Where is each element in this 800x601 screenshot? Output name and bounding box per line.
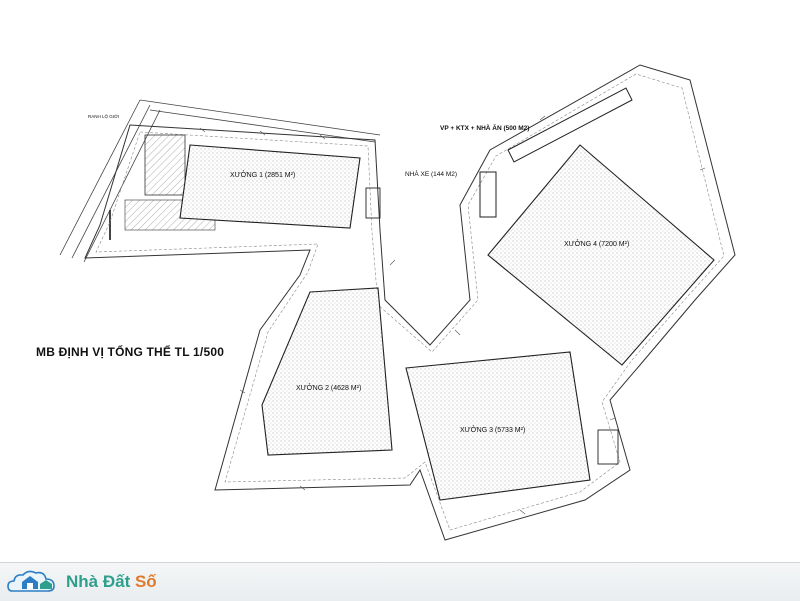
xuong-4-footprint	[487, 144, 715, 366]
brand-part-2: Số	[134, 572, 157, 591]
xuong-2-footprint	[261, 287, 393, 456]
xuong-2-label: XƯỞNG 2 (4628 M²)	[296, 383, 361, 392]
site-boundary	[84, 64, 736, 541]
brand-part-1: Nhà Đất	[66, 572, 131, 591]
site-boundary-inner	[95, 73, 725, 531]
aux-room-1	[365, 187, 381, 219]
office-label: VP + KTX + NHÀ ĂN (500 M2)	[440, 123, 529, 132]
xuong-1-footprint	[179, 144, 361, 229]
xuong-3-label: XƯỞNG 3 (5733 M²)	[460, 425, 525, 434]
brand-logo: Nhà Đất Số	[6, 567, 157, 597]
parking-shed	[479, 171, 497, 218]
dimension-ticks	[199, 115, 706, 515]
watermark-footer: Nhà Đất Số	[0, 562, 800, 601]
xuong-1-label: XƯỞNG 1 (2851 M²)	[230, 170, 295, 179]
gatehouse	[144, 134, 186, 196]
office-block	[507, 87, 633, 163]
boundary-label: RANH LỘ GIỚI	[88, 113, 119, 119]
parking-label: NHÀ XE (144 M2)	[405, 169, 457, 178]
house-cloud-icon	[7, 570, 55, 592]
aux-room-2	[597, 429, 619, 465]
xuong-4-label: XƯỞNG 4 (7200 M²)	[564, 239, 629, 248]
xuong-3-footprint	[405, 351, 591, 501]
plan-title: MB ĐỊNH VỊ TỔNG THỂ TL 1/500	[36, 345, 225, 359]
brand-name: Nhà Đất Số	[66, 572, 157, 592]
